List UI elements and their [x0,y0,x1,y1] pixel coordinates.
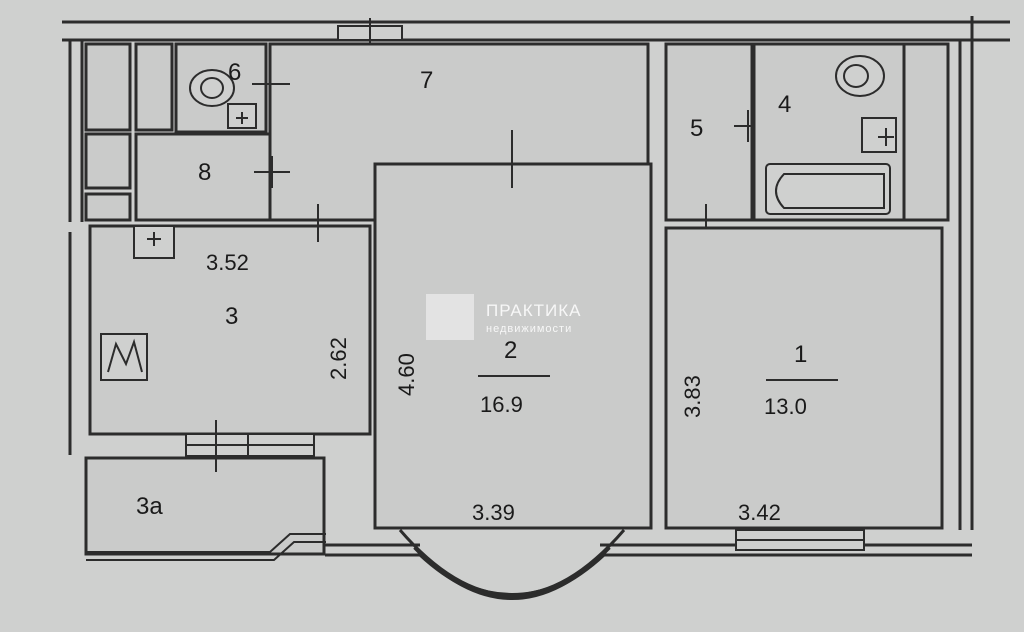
bay-window [398,529,626,600]
storage-closets [84,42,174,222]
room-8-label: 8 [198,159,211,186]
room-7-label: 7 [420,67,433,94]
room-8 [134,132,272,222]
sink-4-icon [861,117,897,153]
room-3-label: 3 [225,303,238,330]
room-6-label: 6 [228,59,241,86]
room-1-area: 13.0 [764,394,807,419]
room-2-area: 16.9 [480,392,523,417]
room-4-label: 4 [778,91,791,118]
room-2-width: 3.39 [472,500,515,525]
bedroom-window [735,529,865,551]
watermark-subtitle: недвижимости [486,323,572,335]
room-3 [88,224,372,436]
room-2-label: 2 [504,337,517,364]
room-1-width: 3.42 [738,500,781,525]
watermark-brand: ПРАКТИКА [486,301,582,320]
stove-icon [100,333,148,381]
room-5 [664,42,754,222]
room-5-label: 5 [690,115,703,142]
top-openings [337,18,403,58]
room-3a-label: 3а [136,493,163,520]
room-1-height: 3.83 [680,375,705,418]
room-3-height: 2.62 [326,337,351,380]
room-2-height: 4.60 [394,353,419,396]
room-3a [84,456,326,556]
room-3-width: 3.52 [206,250,249,275]
room-1-label: 1 [794,341,807,368]
room-1 [664,226,944,530]
room-2 [373,162,653,530]
watermark: ПРАКТИКА недвижимости [426,294,582,340]
bathtub-icon [765,163,891,215]
balcony-door [185,420,315,472]
